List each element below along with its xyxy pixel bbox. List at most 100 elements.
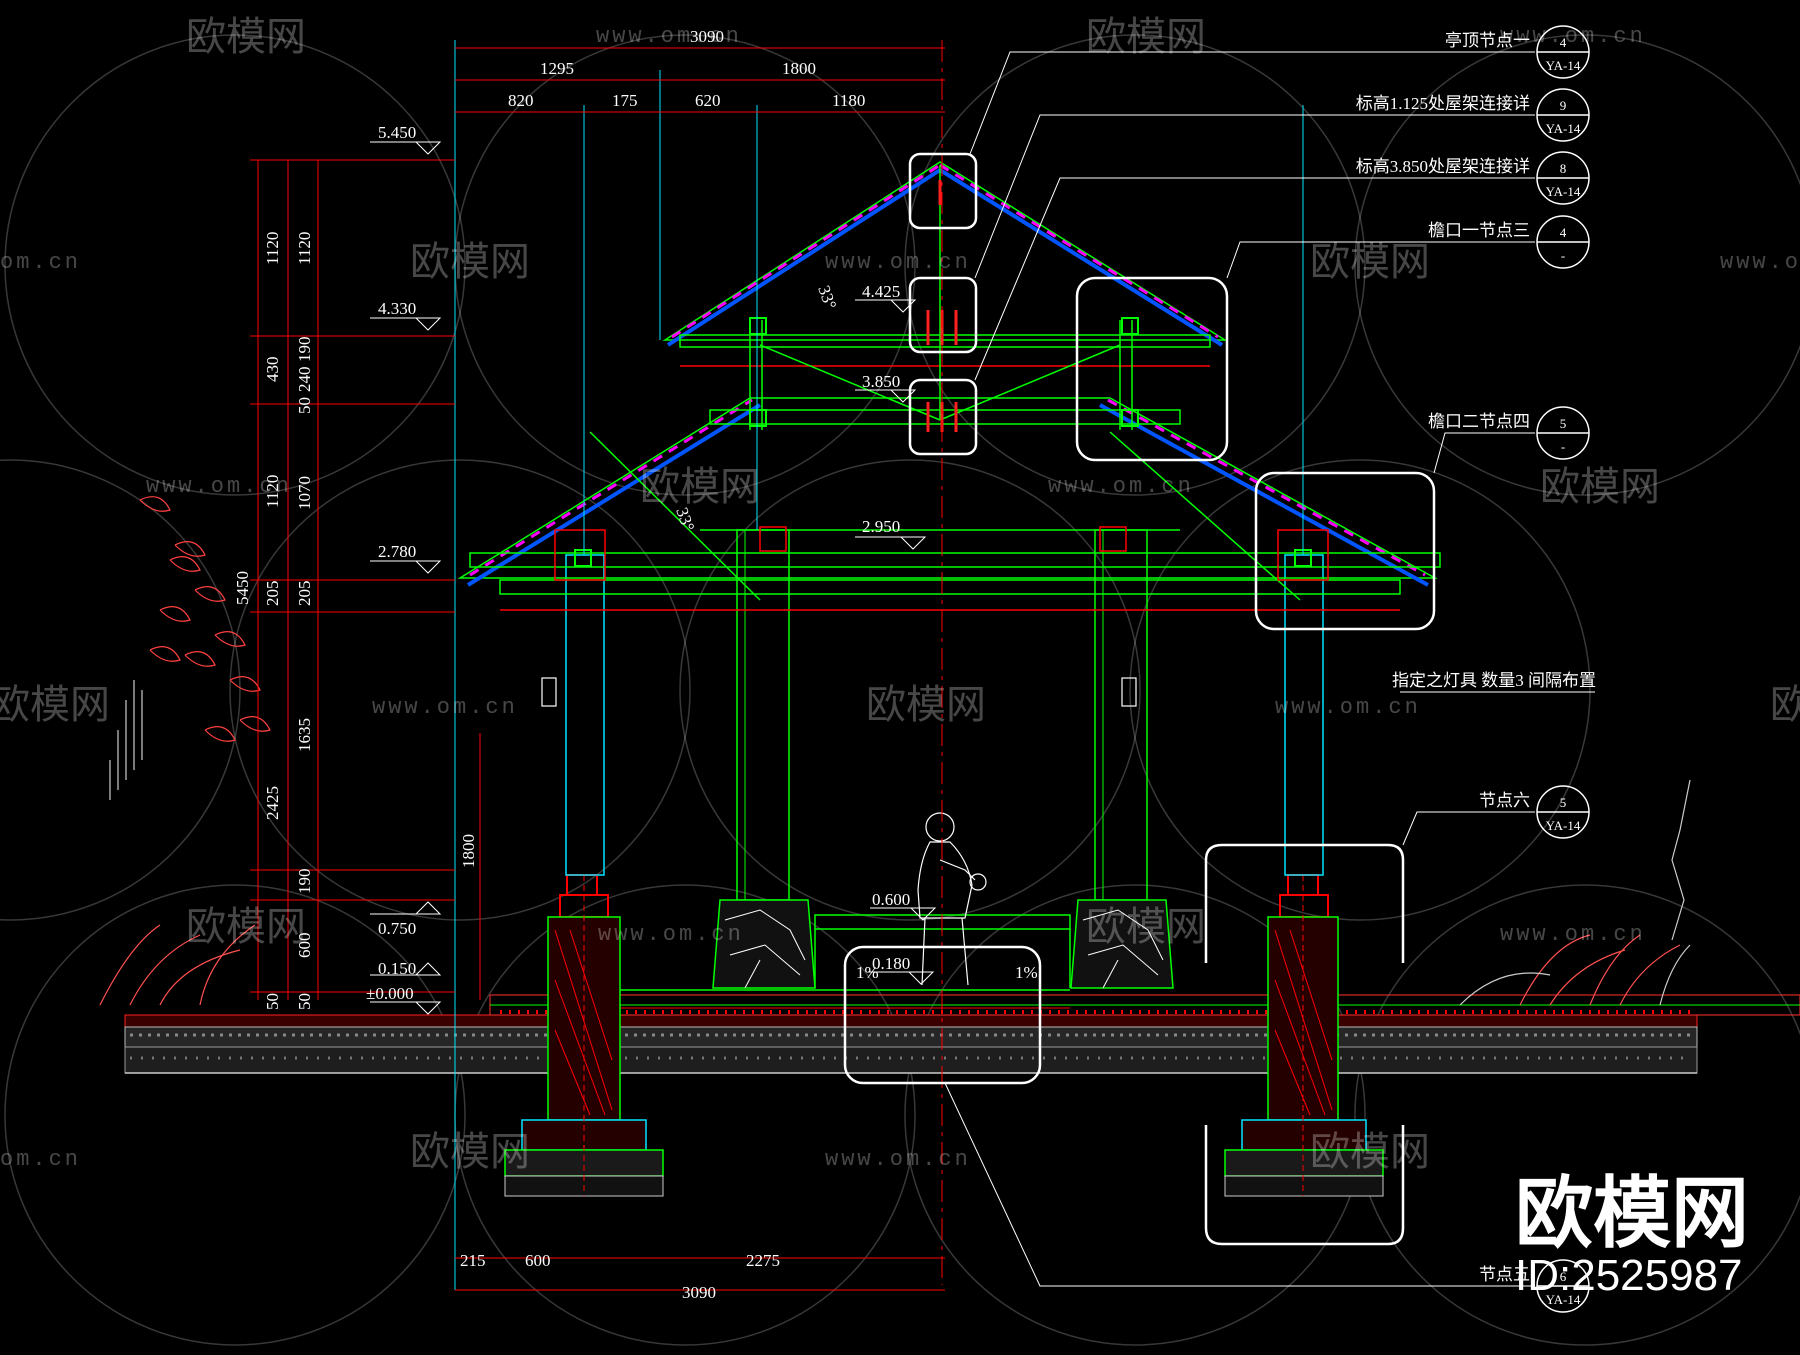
brand-logo-text: 欧模网 [1515,1169,1749,1257]
callout-num-7: 6 [1560,1269,1567,1284]
level-4330: 4.330 [378,299,416,318]
dim-top-1800: 1800 [782,59,816,78]
dim-top-620: 620 [695,91,721,110]
wm-url-13: www.om.cn [825,1147,971,1172]
callout-ref-1: YA-14 [1546,58,1581,73]
dim-bottom-total: 3090 [682,1283,716,1302]
callout-ref-3: YA-14 [1546,184,1581,199]
wm-brand-6: 欧模网 [1540,465,1660,509]
wm-brand-11: 欧模网 [1086,905,1206,949]
dimension-lines [250,47,945,1291]
callout-label-2: 标高1.125处屋架连接详 [1356,94,1530,113]
dim-left-outer-50: 50 [263,993,282,1010]
dim-top-total: 3090 [690,27,724,46]
wm-url-2: www.om.cn [1500,24,1646,49]
wm-url-4: www.om.cn [825,250,971,275]
dim-top-175: 175 [612,91,638,110]
wm-url-6: www.om.cn [146,474,292,499]
dim-bottom-2275: 2275 [746,1251,780,1270]
level-0150: 0.150 [378,959,416,978]
wall-lamps [541,677,1137,707]
level-0750: 0.750 [378,919,416,938]
wm-brand-12: 欧模网 [410,1130,530,1174]
wm-brand-7: 欧模网 [0,683,110,727]
dim-top-1180: 1180 [832,91,865,110]
dim-left-inner-240: 240 [295,367,314,393]
detail-bubbles [843,152,1436,1246]
dim-left-inner-1635: 1635 [295,718,314,752]
brand-logo-id: ID:2525987 [1515,1251,1743,1300]
callout-label-4: 檐口一节点三 [1428,221,1530,240]
level-0180: 0.180 [872,954,910,973]
seated-person-figure [917,812,987,986]
dim-left-inner-600: 600 [295,933,314,959]
callout-ref-4: - [1561,248,1565,263]
wm-url-9: www.om.cn [1275,695,1421,720]
callout-num-2: 9 [1560,98,1567,113]
level-3850: 3.850 [862,372,900,391]
callout-num-6: 5 [1560,795,1567,810]
brand-watermarks: 欧模网 欧模网 欧模网 欧模网 欧模网 欧模网 欧模网 欧模网 欧模网 欧模网 … [0,15,1800,1174]
wm-brand-8: 欧模网 [866,683,986,727]
wm-url-8: www.om.cn [372,695,518,720]
level-0000: ±0.000 [366,984,414,1003]
dim-left-inner-190b: 190 [295,869,314,895]
dim-left-outer-205: 205 [263,581,282,607]
dim-left-inner-1070: 1070 [295,476,314,510]
callout-ref-2: YA-14 [1546,121,1581,136]
wm-url-1: www.om.cn [596,24,742,49]
wm-url-3: om.cn [0,250,81,275]
brand-logo: 欧模网 ID:2525987 [1515,1169,1749,1300]
footing-right [1224,874,1384,1197]
wm-brand-5: 欧模网 [640,465,760,509]
callout-ref-5: - [1561,439,1565,454]
callout-label-5: 檐口二节点四 [1428,412,1530,431]
level-2780: 2.780 [378,542,416,561]
dim-top-1295: 1295 [540,59,574,78]
wm-brand-9: 欧模网 [1770,683,1800,727]
slope-label-left: 1% [856,963,879,982]
wm-brand-3: 欧模网 [410,240,530,284]
dim-left-total: 5450 [233,571,252,605]
wm-url-10: www.om.cn [598,922,744,947]
dim-left-outer-2425: 2425 [263,786,282,820]
callout-label-1: 亭顶节点一 [1445,31,1530,50]
lamp-note: 指定之灯具 数量3 间隔布置 [1392,671,1596,690]
dim-left-outer-1120a: 1120 [263,232,282,265]
level-0600: 0.600 [872,890,910,909]
dim-left-outer-430: 430 [263,357,282,383]
wm-url-12: om.cn [0,1147,81,1172]
wm-brand-2: 欧模网 [1086,15,1206,59]
wm-brand-1: 欧模网 [186,15,306,59]
upper-roof [662,161,1228,430]
callout-num-5: 5 [1560,416,1567,431]
wm-brand-10: 欧模网 [186,905,306,949]
dim-bottom-215: 215 [460,1251,486,1270]
level-2950: 2.950 [862,517,900,536]
callout-label-3: 标高3.850处屋架连接详 [1356,157,1530,176]
left-dimension-labels: 1120 430 1120 205 2425 50 5450 1120 190 … [233,232,478,1010]
callout-ref-7: YA-14 [1546,1292,1581,1307]
dim-left-inner-50a: 50 [295,397,314,414]
dim-left-outer-1120b: 1120 [263,475,282,508]
wm-brand-4: 欧模网 [1310,240,1430,284]
slope-label-right: 1% [1015,963,1038,982]
callout-label-6: 节点六 [1479,791,1530,810]
wm-url-7: www.om.cn [1048,474,1194,499]
stone-pedestals [712,899,1174,989]
watermark-circles [0,34,1800,1346]
callout-num-3: 8 [1560,161,1567,176]
dim-bottom-600: 600 [525,1251,551,1270]
dim-left-inner-1120: 1120 [295,232,314,265]
angle-label-upper: 33° [814,283,840,312]
wm-url-11: www.om.cn [1500,922,1646,947]
dim-left-inner-190a: 190 [295,337,314,363]
level-5450: 5.450 [378,123,416,142]
grid-lines [454,40,1304,1290]
angle-label-lower: 33° [672,505,698,534]
callout-num-1: 4 [1560,35,1567,50]
callout-labels: 亭顶节点一 4 YA-14 标高1.125处屋架连接详 9 YA-14 标高3.… [1356,31,1581,1307]
callout-label-7: 节点五 [1479,1265,1530,1284]
